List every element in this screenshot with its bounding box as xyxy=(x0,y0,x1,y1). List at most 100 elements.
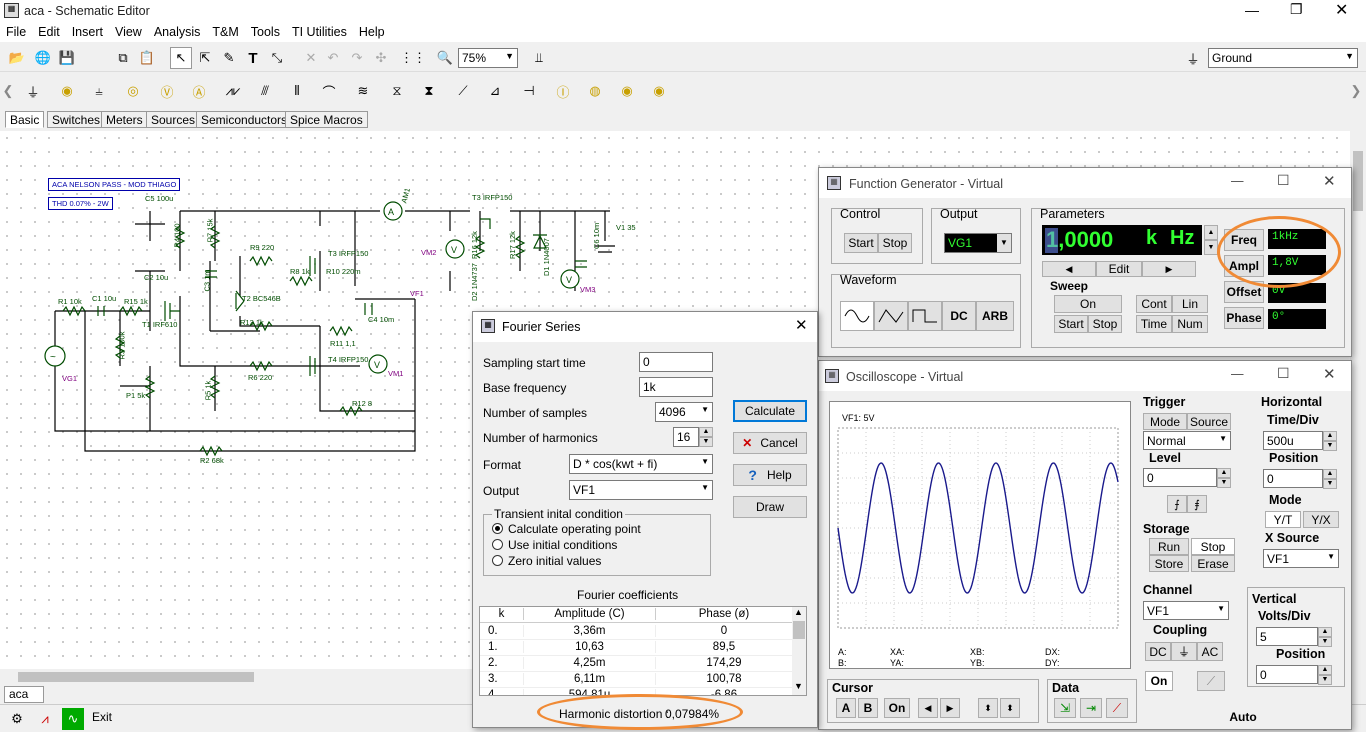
exit-button[interactable]: Exit xyxy=(92,710,113,724)
arb-wave-button[interactable]: ARB xyxy=(976,301,1014,331)
fg-cont-button[interactable]: Cont xyxy=(1136,295,1172,313)
label-r10[interactable]: R10 220m xyxy=(326,267,361,276)
sheet-tab[interactable]: aca xyxy=(4,686,44,703)
menu-ti-utilities[interactable]: TI Utilities xyxy=(291,25,347,39)
draw-button[interactable]: Draw xyxy=(733,496,807,518)
label-p1[interactable]: P1 5k xyxy=(126,391,146,400)
text-icon[interactable]: T xyxy=(248,49,258,67)
osc-cursor-right-button[interactable]: ▶ xyxy=(940,698,960,718)
lamp-icon[interactable]: ◉ xyxy=(61,83,73,98)
osc-ac-button[interactable]: AC xyxy=(1197,642,1223,661)
potentiometer-icon[interactable]: ⫻ xyxy=(261,83,269,98)
osc-hpos-up[interactable]: ▲ xyxy=(1323,469,1337,479)
vertical-scrollbar[interactable] xyxy=(1350,131,1366,669)
label-r1[interactable]: R1 10k xyxy=(58,297,82,306)
label-r16[interactable]: R16 12k xyxy=(470,231,479,259)
wire-select-icon[interactable]: ⇱ xyxy=(199,50,211,65)
menu-tools[interactable]: Tools xyxy=(250,25,280,39)
osc-time-down[interactable]: ▼ xyxy=(1323,441,1337,451)
scope-icon[interactable]: ∿ xyxy=(62,708,84,730)
osc-trigger-mode-select[interactable]: Normal▼ xyxy=(1143,431,1231,450)
osc-cursor-down-button[interactable]: ⬍ xyxy=(1000,698,1020,718)
osc-run-button[interactable]: Run xyxy=(1149,538,1189,555)
core-inductor-icon[interactable]: ≋ xyxy=(357,83,369,98)
fg-output-select[interactable]: VG1▼ xyxy=(944,233,1012,253)
rotate-icon[interactable]: ✣ xyxy=(375,50,387,65)
scroll-up-icon[interactable]: ▲ xyxy=(794,607,803,617)
globe-icon[interactable]: 🌐 xyxy=(34,50,52,65)
osc-channel-select[interactable]: VF1▼ xyxy=(1143,601,1229,620)
fg-sweep-stop-button[interactable]: Stop xyxy=(1088,315,1122,333)
radio-zero-initial-label[interactable]: Zero initial values xyxy=(508,554,602,568)
tab-switches[interactable]: Switches xyxy=(47,111,106,128)
inductor-icon[interactable]: ⌒ xyxy=(322,84,336,100)
vcs-icon[interactable]: ◉ xyxy=(621,83,633,98)
label-c4[interactable]: C4 10m xyxy=(368,315,395,324)
label-r17[interactable]: R17 12k xyxy=(508,231,517,259)
open-icon[interactable]: 📂 xyxy=(8,50,26,65)
tab-basic[interactable]: Basic xyxy=(5,111,45,128)
label-c5[interactable]: C5 100u xyxy=(145,194,174,203)
probe-icon[interactable]: ⫫ xyxy=(535,50,543,65)
transformer-icon[interactable]: ⧖ xyxy=(392,83,402,98)
table-row[interactable]: 4.594,81u-6,86 xyxy=(480,688,792,695)
fg-up-arrow[interactable]: ▲ xyxy=(1204,225,1218,240)
fg-sweep-on-button[interactable]: On xyxy=(1054,295,1122,313)
osc-vpos-down[interactable]: ▼ xyxy=(1318,675,1332,685)
current-source-icon[interactable]: Ⓘ xyxy=(556,84,570,100)
transformer2-icon[interactable]: ⧗ xyxy=(424,83,434,98)
fg-down-arrow[interactable]: ▼ xyxy=(1204,240,1218,255)
label-r13[interactable]: R13 1k xyxy=(240,318,264,327)
osc-level-up[interactable]: ▲ xyxy=(1217,468,1231,478)
format-select[interactable]: D * cos(kwt + fi)▼ xyxy=(569,454,713,474)
label-d1[interactable]: D1 1N4007 xyxy=(542,238,551,276)
scroll-right-icon[interactable]: ❯ xyxy=(1350,83,1362,98)
radio-initial-conditions-label[interactable]: Use initial conditions xyxy=(508,538,618,552)
table-scroll-thumb[interactable] xyxy=(793,621,805,639)
sine-wave-button[interactable] xyxy=(840,301,874,331)
fg-phase-button[interactable]: Phase xyxy=(1224,307,1264,329)
osc-volts-down[interactable]: ▼ xyxy=(1318,637,1332,647)
osc-cursor-left-button[interactable]: ◀ xyxy=(918,698,938,718)
label-t2[interactable]: T2 BC546B xyxy=(242,294,281,303)
label-r4[interactable]: R4 100 xyxy=(172,223,182,248)
menu-file[interactable]: File xyxy=(6,25,27,39)
osc-volts-div-input[interactable]: 5 xyxy=(1256,627,1318,646)
osc-minimize-button[interactable]: — xyxy=(1231,367,1244,381)
fg-maximize-button[interactable]: ☐ xyxy=(1277,172,1290,188)
label-t3-top[interactable]: T3 IRFP150 xyxy=(472,193,513,202)
osc-mode-button[interactable]: Mode xyxy=(1143,413,1187,430)
ground-icon[interactable]: ⏚ xyxy=(26,84,40,100)
label-vf1[interactable]: VF1 xyxy=(410,289,424,298)
osc-dc-button[interactable]: DC xyxy=(1145,642,1171,661)
label-r9[interactable]: R9 220 xyxy=(250,243,275,252)
label-r7[interactable]: R7 15k xyxy=(205,218,215,243)
label-d2[interactable]: D2 1N4737 xyxy=(470,263,479,301)
menu-tm[interactable]: T&M xyxy=(212,25,239,39)
osc-probe-button[interactable]: ⟋ xyxy=(1197,671,1225,691)
osc-level-down[interactable]: ▼ xyxy=(1217,478,1231,488)
capacitor-icon[interactable]: ⫴ xyxy=(294,83,300,98)
resize-icon[interactable]: ⤡ xyxy=(271,50,283,65)
osc-xsource-select[interactable]: VF1▼ xyxy=(1263,549,1339,568)
menu-insert[interactable]: Insert xyxy=(71,25,103,39)
tab-sources[interactable]: Sources xyxy=(146,111,201,128)
redo-icon[interactable]: ↷ xyxy=(351,50,363,65)
restore-button[interactable]: ❐ xyxy=(1290,1,1303,17)
calculate-button[interactable]: Calculate xyxy=(733,400,807,422)
fg-right-button[interactable]: ▶ xyxy=(1142,261,1196,277)
label-vg1[interactable]: VG1 xyxy=(62,374,78,383)
label-r2[interactable]: R2 68k xyxy=(200,456,224,465)
falling-edge-button[interactable]: ⨎ xyxy=(1187,495,1207,513)
paste-icon[interactable]: 📋 xyxy=(138,50,156,65)
voltmeter-icon[interactable]: Ⓥ xyxy=(160,84,174,100)
label-r15[interactable]: R15 1k xyxy=(124,297,148,306)
fg-time-button[interactable]: Time xyxy=(1136,315,1172,333)
battery-icon[interactable]: ⫨ xyxy=(95,83,103,98)
menu-help[interactable]: Help xyxy=(358,25,385,39)
cancel-button[interactable]: ✕Cancel xyxy=(733,432,807,454)
fg-left-button[interactable]: ◀ xyxy=(1042,261,1096,277)
relay-icon[interactable]: ⊿ xyxy=(489,83,501,98)
